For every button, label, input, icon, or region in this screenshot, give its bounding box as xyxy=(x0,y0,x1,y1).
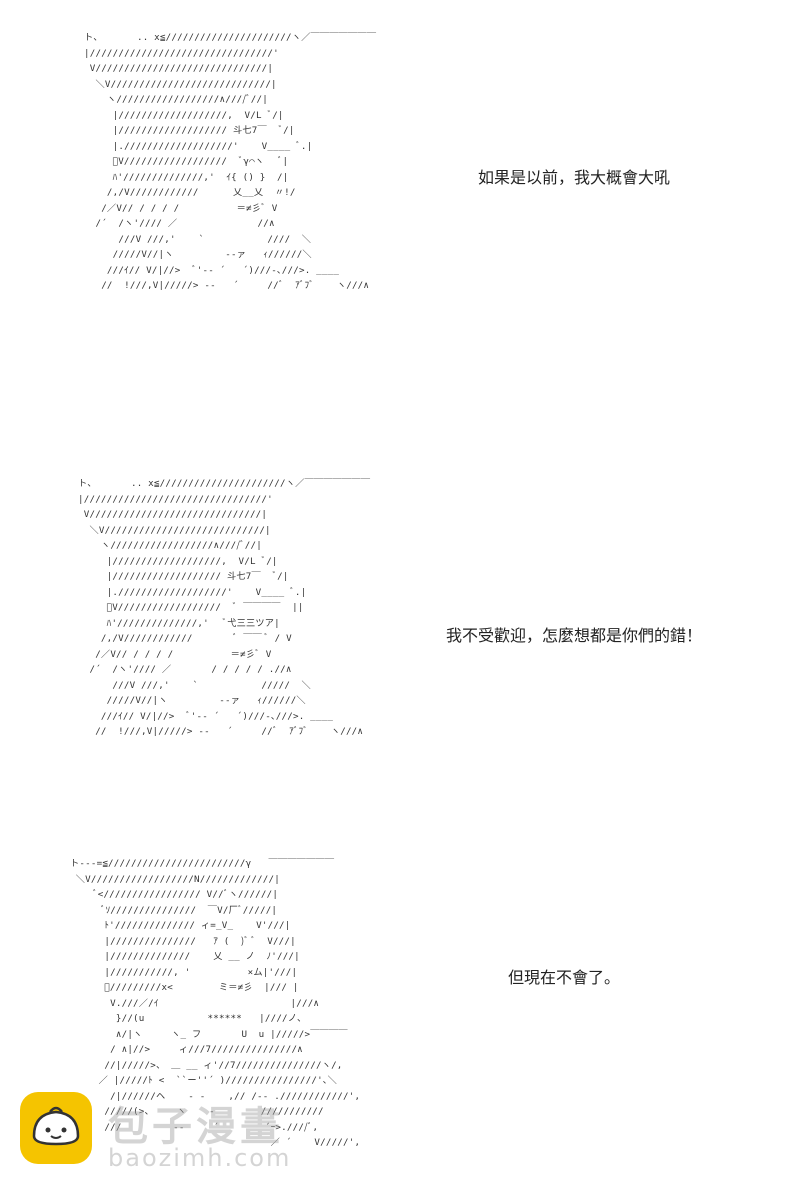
caption-1: 如果是以前，我大概會大吼 xyxy=(478,168,671,187)
caption-2: 我不受歡迎，怎麼想都是你們的錯！ xyxy=(446,626,703,645)
ascii-art-2: ト、 .. x≦//////////////////////ヽ／￣￣￣￣￣￣￣ … xyxy=(78,478,371,737)
watermark: 包子漫畫 baozimh.com xyxy=(20,1092,340,1172)
caption-3: 但現在不會了。 xyxy=(508,968,621,987)
bun-logo-icon xyxy=(20,1092,92,1164)
watermark-url: baozimh.com xyxy=(108,1144,292,1172)
ascii-art-3: ト---=≦////////////////////////γ ￣￣￣￣￣￣￣ … xyxy=(70,858,361,1148)
panel-2: ト、 .. x≦//////////////////////ヽ／￣￣￣￣￣￣￣ … xyxy=(0,476,800,806)
panel-1: ト、 .. x≦//////////////////////ヽ／￣￣￣￣￣￣￣ … xyxy=(0,30,800,360)
ascii-art-1: ト、 .. x≦//////////////////////ヽ／￣￣￣￣￣￣￣ … xyxy=(84,32,377,291)
watermark-text: 包子漫畫 xyxy=(108,1104,284,1150)
panel-3: ト---=≦////////////////////////γ ￣￣￣￣￣￣￣ … xyxy=(0,856,800,1186)
